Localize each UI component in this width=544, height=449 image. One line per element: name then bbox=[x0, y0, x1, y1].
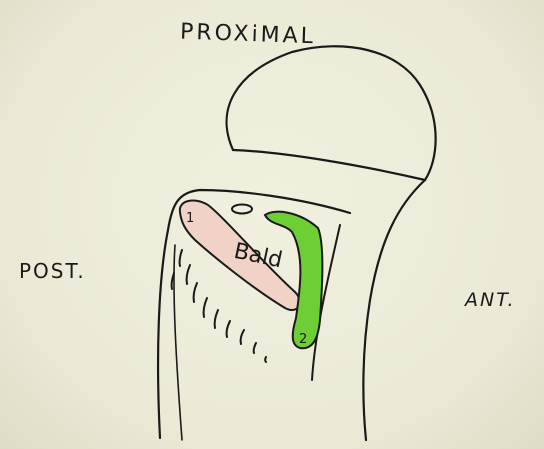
label-proximal: PROXiMAL bbox=[180, 20, 317, 50]
label-anterior: ANT. bbox=[463, 289, 516, 311]
anterior-shaft-line bbox=[363, 180, 425, 440]
label-region-1: 1 bbox=[186, 211, 194, 226]
tuberosity-inner-contour bbox=[174, 245, 182, 440]
label-posterior: POST. bbox=[19, 259, 86, 283]
anatomical-neck-line bbox=[233, 150, 425, 180]
small-oval bbox=[232, 205, 252, 214]
humeral-head-dome bbox=[227, 46, 436, 180]
label-region-2: 2 bbox=[299, 332, 307, 347]
